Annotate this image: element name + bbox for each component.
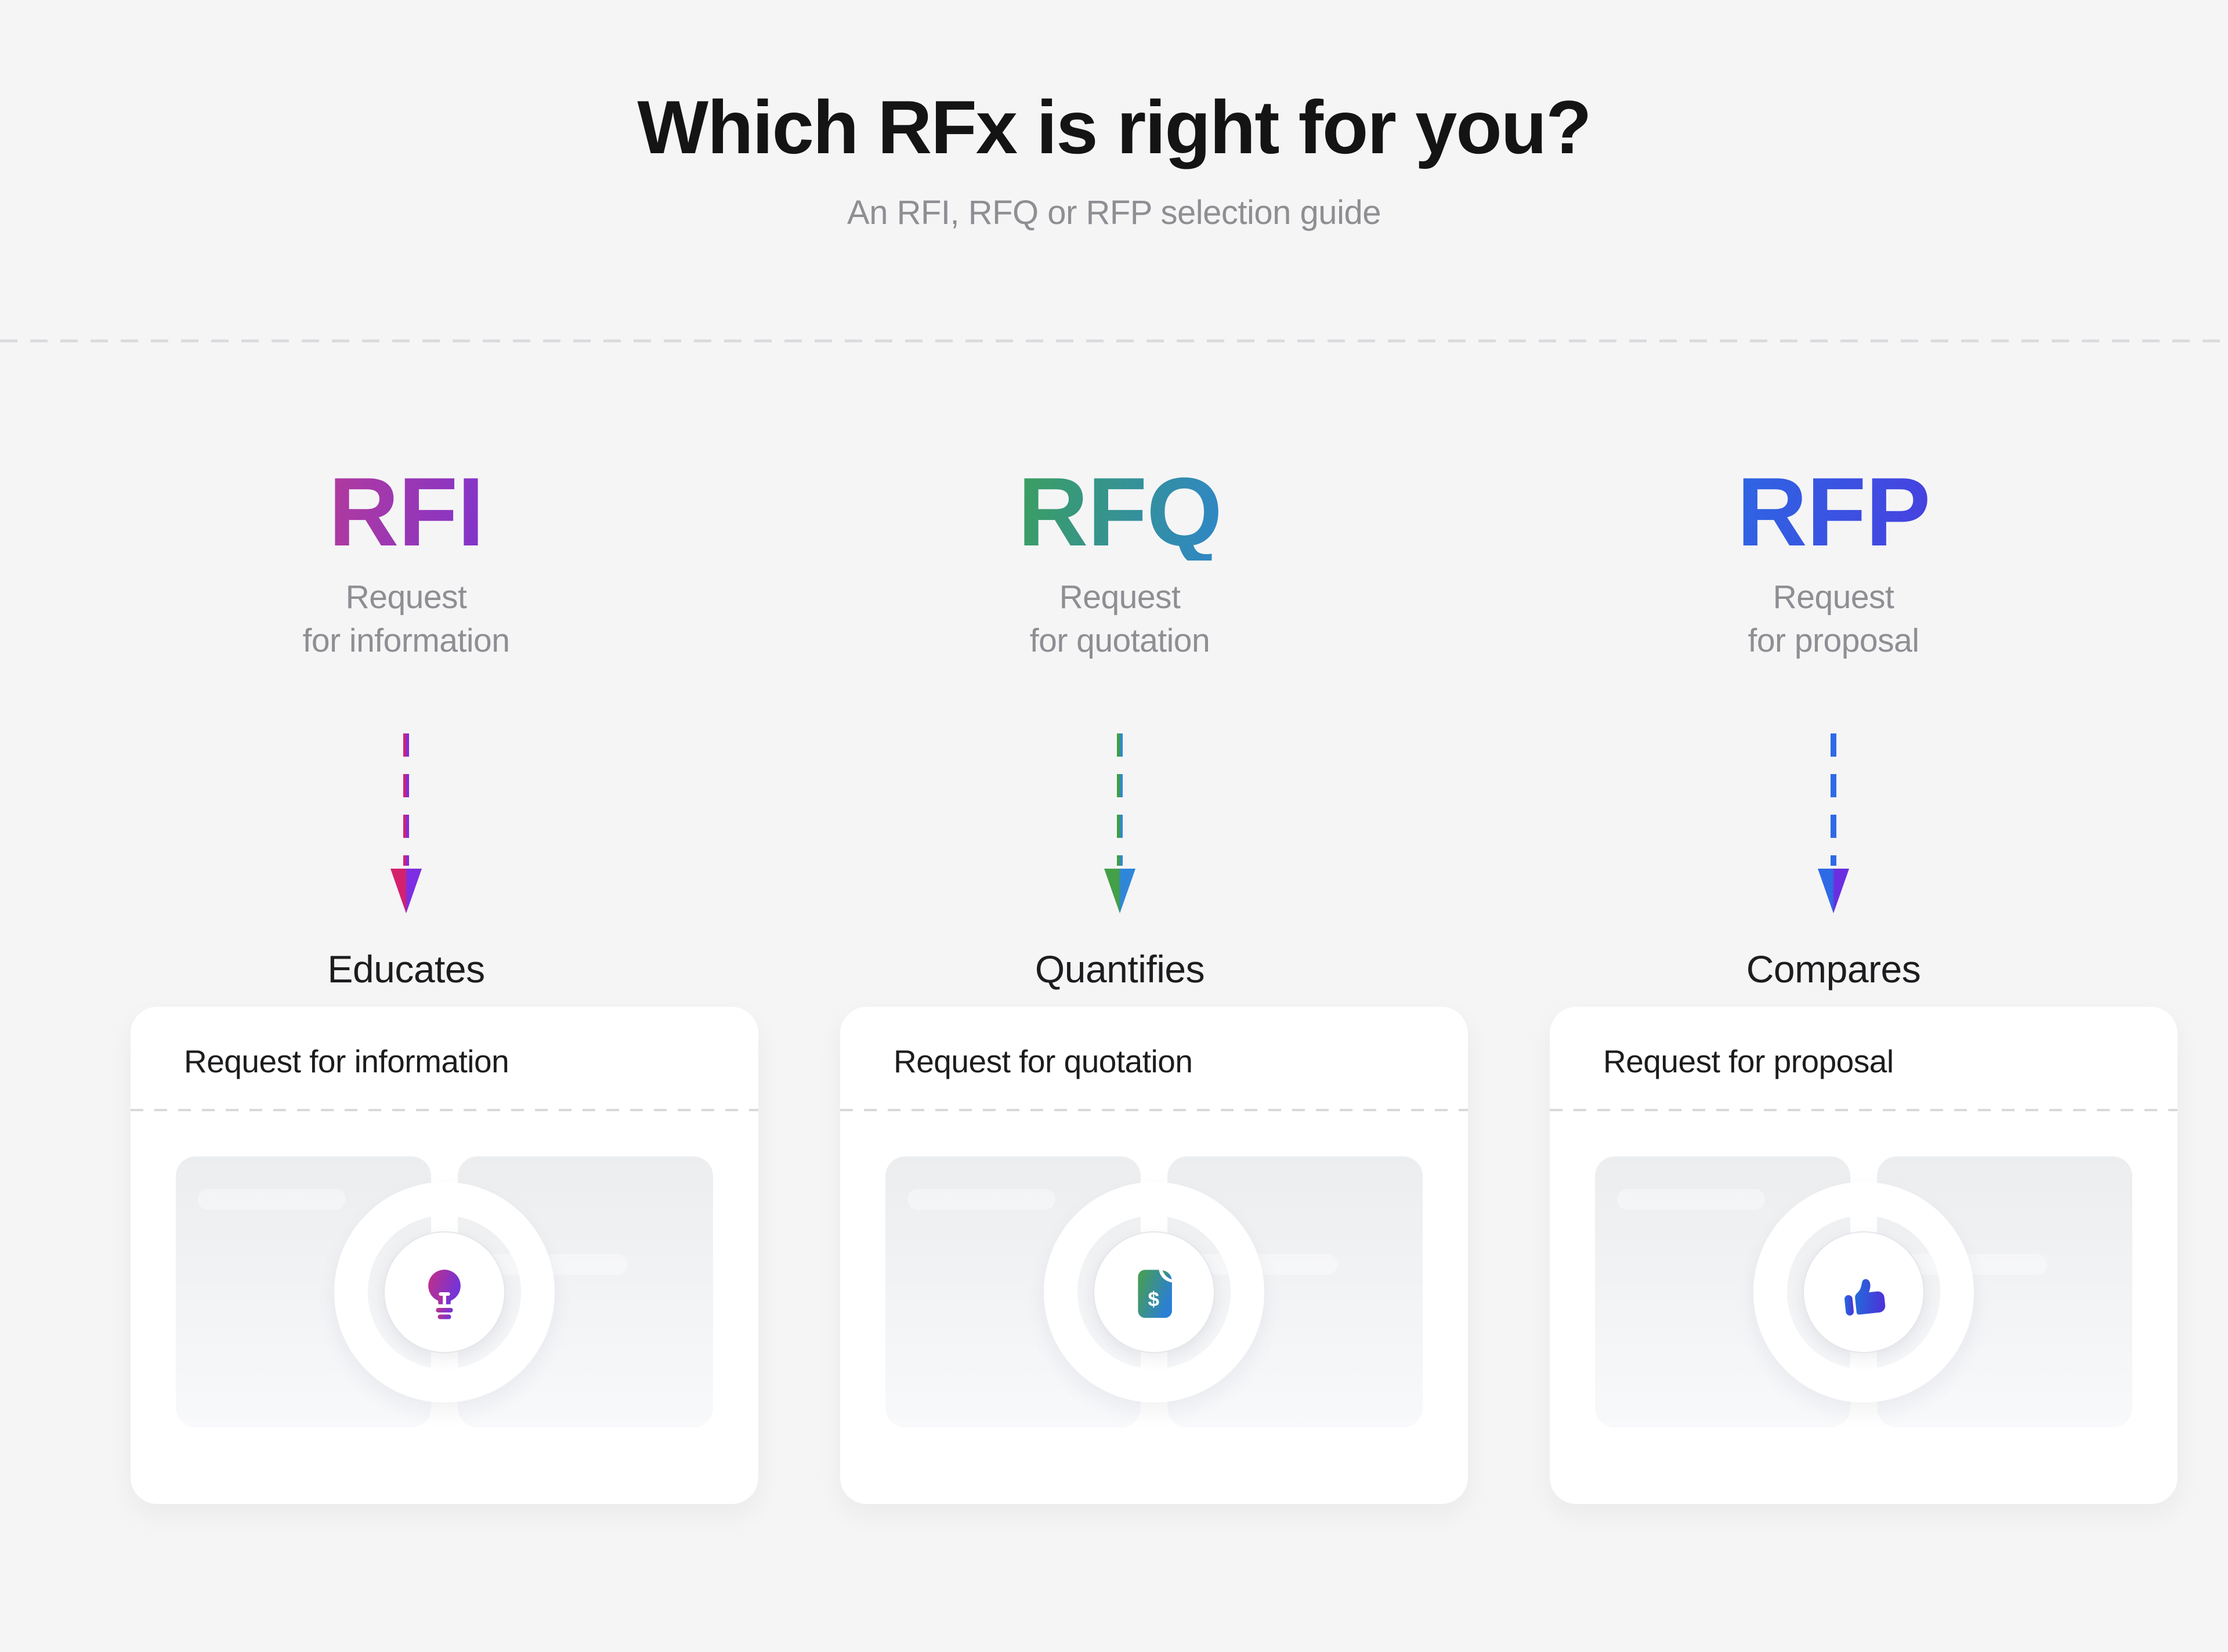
rfi-full-name-line2: for information <box>302 622 510 660</box>
section-divider <box>0 339 2228 342</box>
card-title: Request for proposal <box>1603 1043 1894 1079</box>
rfp-card: Request for proposal <box>1550 1007 2178 1504</box>
rfq-acronym: RFQ <box>1018 457 1222 566</box>
rfx-column-rfp: RFP Request for proposal <box>1477 463 2190 991</box>
down-arrow-icon <box>1818 733 1849 914</box>
rfq-card: Request for quotation <box>840 1007 1468 1504</box>
rfx-columns: RFI Request for information <box>49 463 2190 991</box>
rfq-full-name: Request for quotation <box>763 576 1477 663</box>
rfi-acronym: RFI <box>328 457 484 566</box>
rfp-action-label: Compares <box>1746 948 1921 991</box>
rfp-full-name-line1: Request <box>1773 579 1894 616</box>
rfi-action-label: Educates <box>327 948 485 991</box>
card-title: Request for quotation <box>894 1043 1193 1079</box>
rfp-full-name-line2: for proposal <box>1748 622 1919 660</box>
icon-circle: $ <box>1093 1231 1215 1353</box>
lightbulb-icon <box>428 1269 461 1319</box>
card-body: $ <box>885 1156 1423 1427</box>
icon-circle <box>1803 1231 1925 1353</box>
card-body <box>176 1156 713 1427</box>
card-divider <box>131 1109 758 1111</box>
down-arrow-icon <box>390 733 422 914</box>
card-title: Request for information <box>184 1043 509 1079</box>
icon-circle <box>384 1231 505 1353</box>
thumbs-up-icon <box>1844 1278 1886 1315</box>
rfi-full-name-line1: Request <box>345 579 467 616</box>
rfi-full-name: Request for information <box>49 576 763 663</box>
rfp-arrow <box>1477 731 2190 917</box>
rfp-acronym: RFP <box>1737 457 1931 566</box>
card-divider <box>840 1109 1468 1111</box>
rfi-arrow <box>49 731 763 917</box>
rfq-full-name-line2: for quotation <box>1029 622 1210 660</box>
rfx-column-rfq: RFQ Request for quotation <box>763 463 1477 991</box>
page-subtitle: An RFI, RFQ or RFP selection guide <box>847 194 1381 232</box>
rfq-arrow <box>763 731 1477 917</box>
rfx-cards: Request for information <box>131 1007 2178 1504</box>
rfx-column-rfi: RFI Request for information <box>49 463 763 991</box>
rfq-action-label: Quantifies <box>1035 948 1205 991</box>
rfq-full-name-line1: Request <box>1059 579 1181 616</box>
header: Which RFx is right for you? An RFI, RFQ … <box>0 86 2228 232</box>
down-arrow-icon <box>1104 733 1135 914</box>
rfi-card: Request for information <box>131 1007 758 1504</box>
svg-text:$: $ <box>1148 1288 1159 1310</box>
page-title: Which RFx is right for you? <box>637 85 1592 169</box>
card-divider <box>1550 1109 2178 1111</box>
dollar-document-icon: $ <box>1138 1269 1172 1318</box>
card-body <box>1595 1156 2132 1427</box>
rfp-full-name: Request for proposal <box>1477 576 2190 663</box>
